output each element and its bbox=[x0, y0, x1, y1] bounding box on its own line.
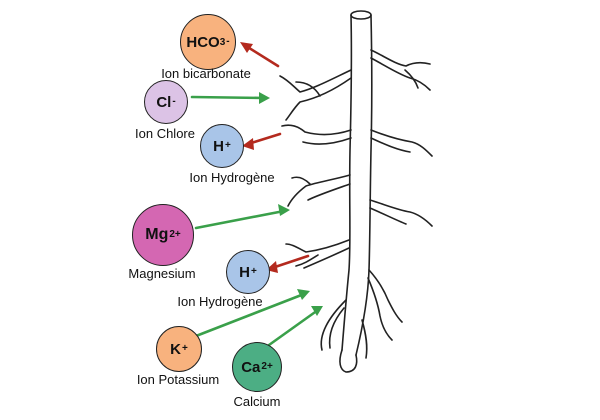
ion-symbol: H bbox=[213, 137, 224, 155]
ion-label-potassium: Ion Potassium bbox=[136, 372, 220, 387]
ion-charge: + bbox=[251, 265, 257, 277]
ion-symbol: HCO bbox=[186, 33, 220, 51]
hydrogen-ion-icon: H+ bbox=[226, 250, 270, 294]
ion-label-bicarbonate: Ion bicarbonate bbox=[161, 66, 251, 81]
ion-symbol: Mg bbox=[145, 226, 169, 243]
ion-label-hydrogen-2: Ion Hydrogène bbox=[177, 294, 263, 309]
ion-label-hydrogen-1: Ion Hydrogène bbox=[189, 170, 275, 185]
hydrogen-ion-icon: H+ bbox=[200, 124, 244, 168]
ion-symbol: Cl bbox=[156, 93, 172, 111]
ion-charge: 2+ bbox=[169, 228, 181, 240]
ion-label-calcium: Calcium bbox=[233, 394, 281, 409]
ion-symbol: H bbox=[239, 263, 250, 281]
ion-symbol: Ca bbox=[241, 358, 261, 376]
potassium-ion-icon: K+ bbox=[156, 326, 202, 372]
ion-label-magnesium: Magnesium bbox=[128, 266, 196, 281]
ion-charge: + bbox=[182, 342, 188, 354]
ion-subscript: 3 bbox=[219, 36, 226, 48]
ion-symbol: K bbox=[170, 340, 181, 358]
ion-charge: 2+ bbox=[261, 360, 273, 372]
ion-charge: - bbox=[226, 35, 230, 47]
ion-charge: + bbox=[225, 139, 231, 151]
ion-label-chloride: Ion Chlore bbox=[135, 126, 195, 141]
ion-charge: - bbox=[172, 95, 176, 107]
chloride-ion-icon: Cl- bbox=[144, 80, 188, 124]
